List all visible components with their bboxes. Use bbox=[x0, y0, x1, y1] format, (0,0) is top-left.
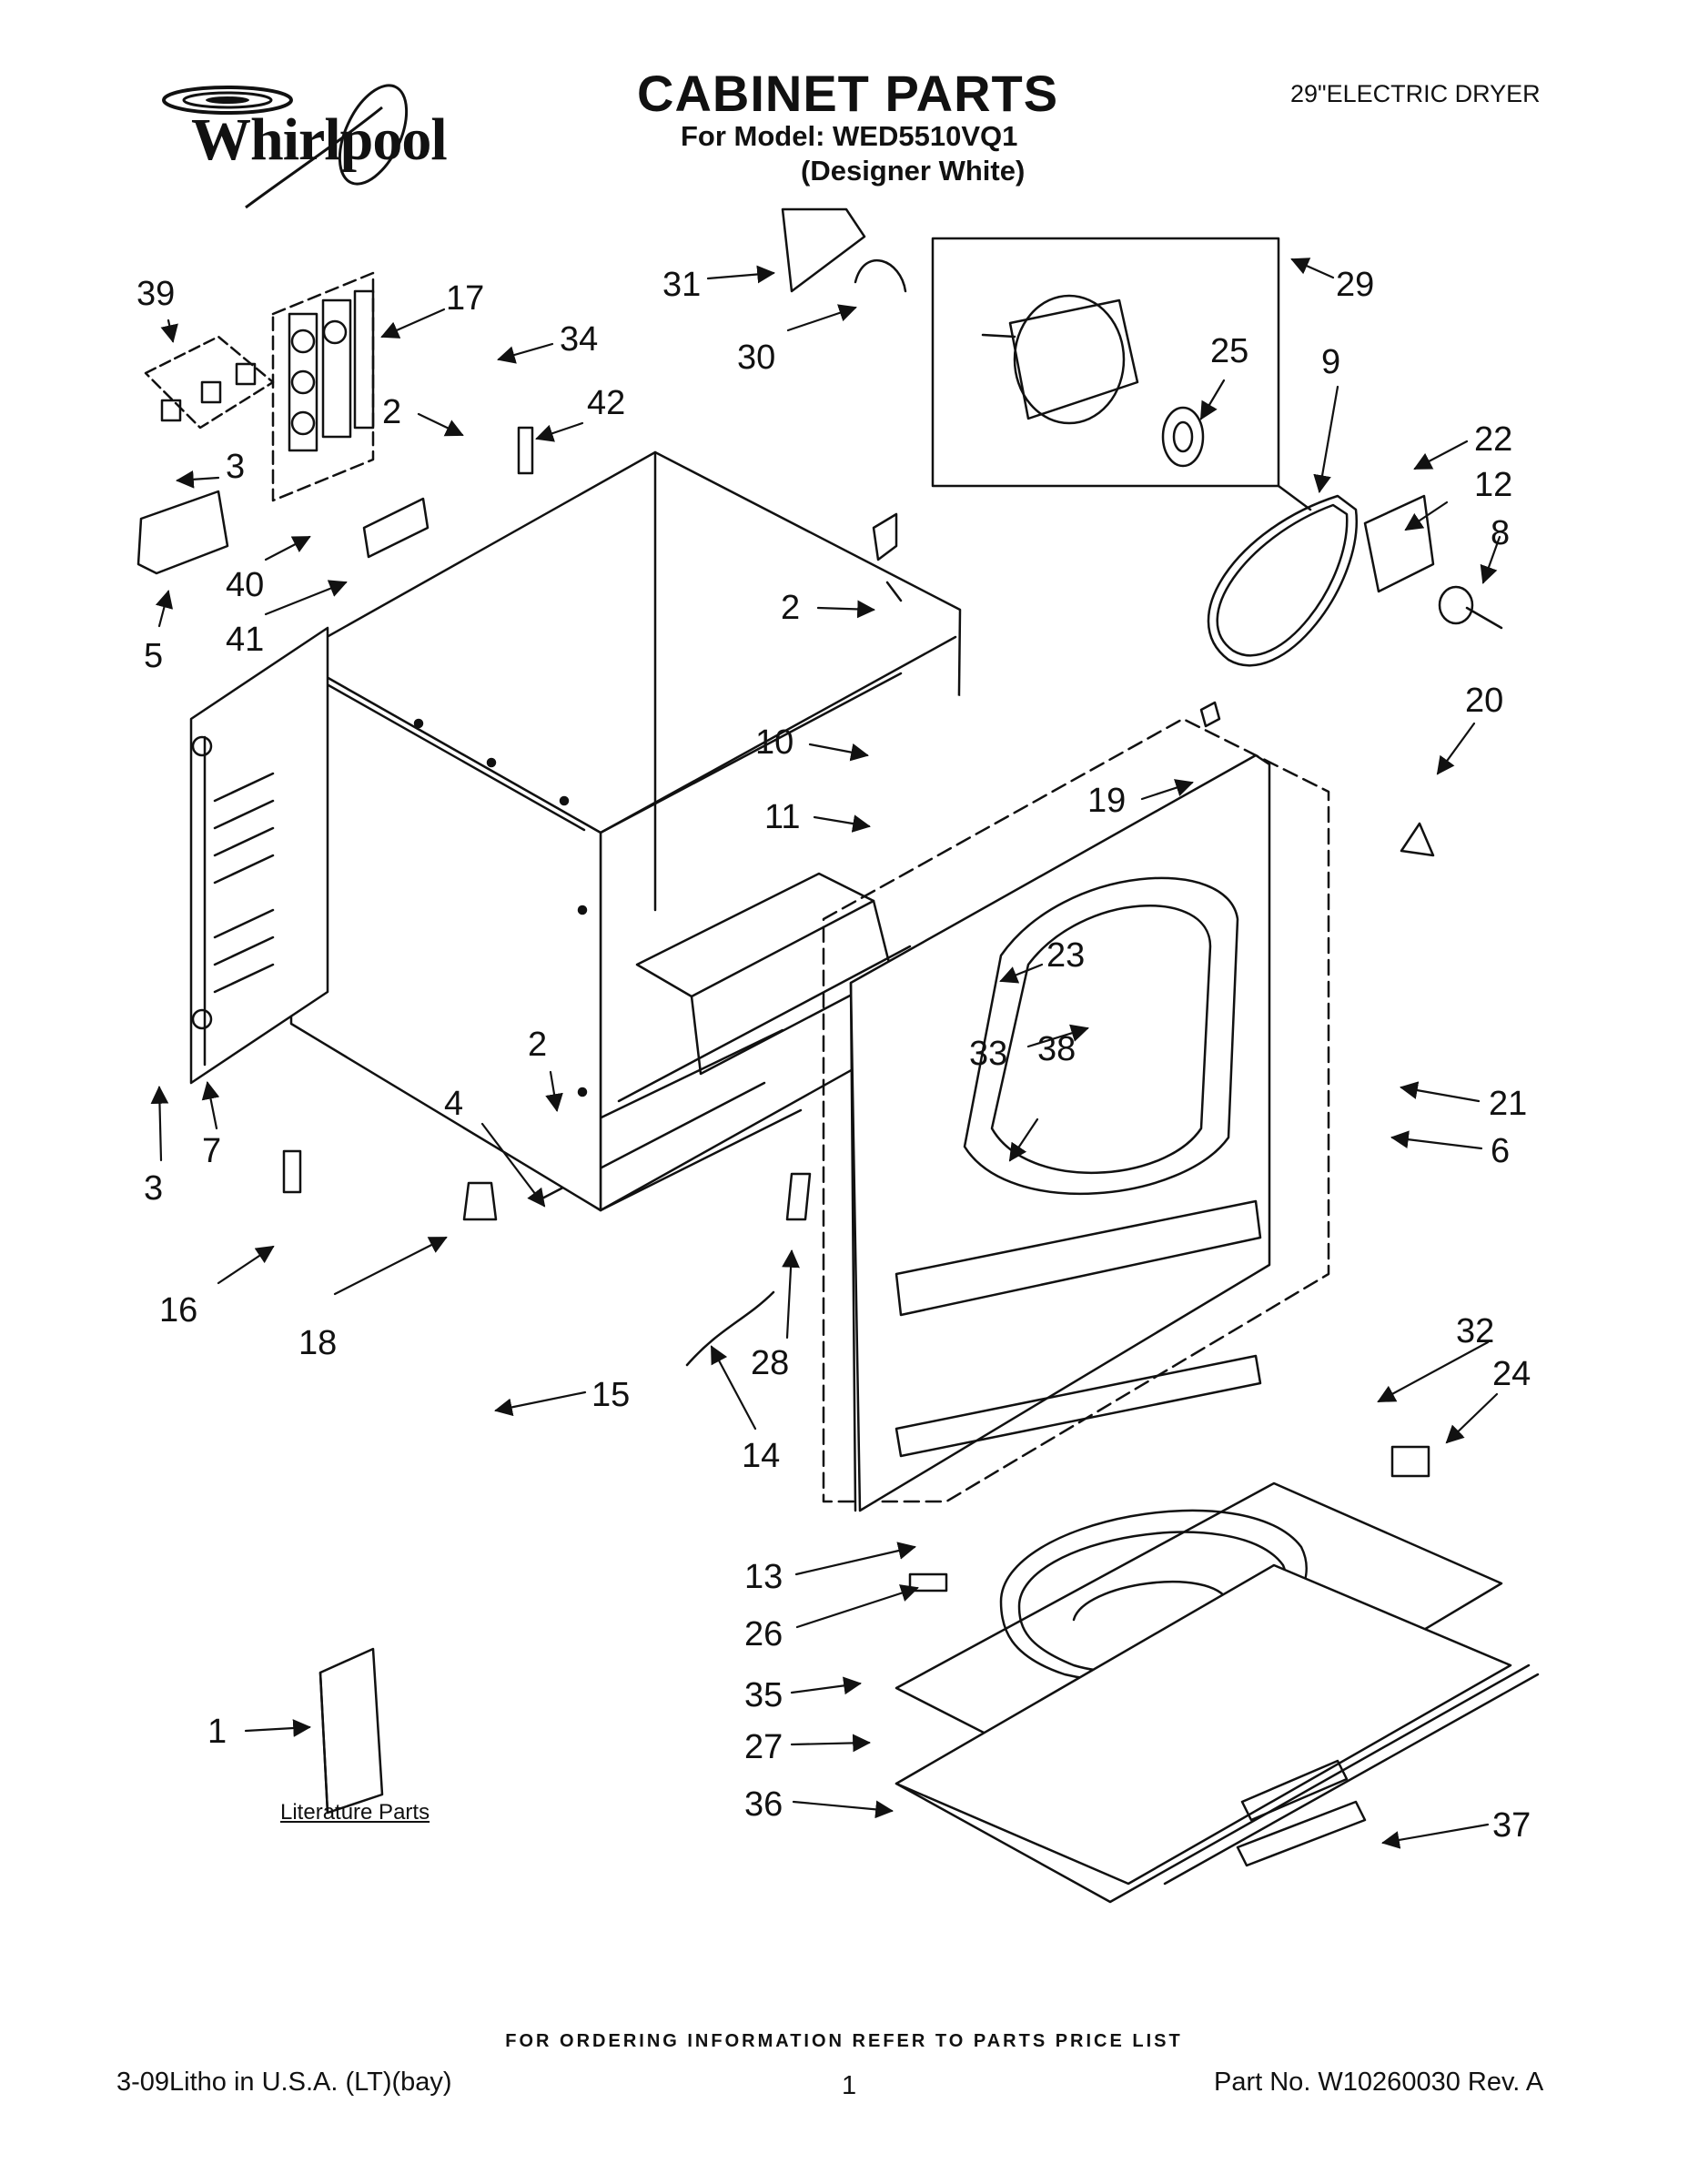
logo-swirl-icon bbox=[162, 84, 409, 209]
door-assembly bbox=[895, 1445, 1540, 1904]
callout-29: 29 bbox=[1336, 266, 1374, 304]
callout-12: 12 bbox=[1474, 466, 1512, 504]
callout-40: 40 bbox=[226, 566, 264, 604]
brand-logo: Whirlpool bbox=[155, 80, 448, 217]
brand-name: Whirlpool bbox=[191, 106, 448, 173]
callout-26: 26 bbox=[744, 1615, 783, 1653]
callout-24: 24 bbox=[1492, 1355, 1531, 1393]
callout-36: 36 bbox=[744, 1785, 783, 1824]
callout-14: 14 bbox=[742, 1437, 780, 1475]
litho-info: 3-09Litho in U.S.A. (LT)(bay) bbox=[116, 2068, 452, 2097]
callout-38: 38 bbox=[1037, 1030, 1076, 1068]
literature-parts-label: Literature Parts bbox=[280, 1800, 430, 1825]
callout-25: 25 bbox=[1210, 332, 1248, 370]
callout-labels: 39 17 34 2 42 3 40 41 5 31 30 29 25 9 22… bbox=[136, 266, 1531, 1845]
terminal-block-group bbox=[136, 271, 534, 575]
callout-9: 9 bbox=[1321, 343, 1340, 381]
callout-7: 7 bbox=[202, 1132, 221, 1170]
ordering-note: FOR ORDERING INFORMATION REFER TO PARTS … bbox=[505, 2031, 1183, 2051]
callout-10: 10 bbox=[755, 723, 793, 762]
callout-13: 13 bbox=[744, 1558, 783, 1596]
callout-16: 16 bbox=[159, 1291, 197, 1330]
page-number: 1 bbox=[842, 2071, 857, 2100]
literature-booklet bbox=[318, 1647, 384, 1815]
idler-assembly bbox=[1363, 494, 1503, 630]
callout-4: 4 bbox=[444, 1085, 463, 1123]
callout-35: 35 bbox=[744, 1676, 783, 1714]
motor-assembly bbox=[781, 207, 1312, 511]
callout-11: 11 bbox=[764, 798, 800, 836]
callout-2: 2 bbox=[781, 589, 800, 627]
callout-8: 8 bbox=[1491, 514, 1510, 552]
callout-37: 37 bbox=[1492, 1806, 1531, 1845]
callout-39: 39 bbox=[136, 275, 175, 313]
callout-27: 27 bbox=[744, 1728, 783, 1766]
callout-20: 20 bbox=[1465, 682, 1503, 720]
callout-33: 33 bbox=[969, 1035, 1007, 1073]
callout-1: 1 bbox=[207, 1713, 227, 1751]
callout-30: 30 bbox=[737, 339, 775, 377]
callout-5: 5 bbox=[144, 637, 163, 675]
callout-18: 18 bbox=[298, 1324, 337, 1362]
callout-32: 32 bbox=[1456, 1312, 1494, 1350]
callout-28: 28 bbox=[751, 1344, 789, 1382]
hardware bbox=[282, 512, 1435, 1592]
callout-3: 3 bbox=[144, 1169, 163, 1208]
callout-arrows bbox=[150, 258, 1501, 1849]
page-title: CABINET PARTS bbox=[637, 65, 1059, 122]
front-panel bbox=[822, 692, 1330, 1512]
part-number: Part No. W10260030 Rev. A bbox=[1214, 2068, 1544, 2097]
callout-34: 34 bbox=[560, 320, 598, 359]
callout-2: 2 bbox=[528, 1026, 547, 1064]
callout-21: 21 bbox=[1489, 1085, 1527, 1123]
callout-23: 23 bbox=[1046, 936, 1085, 975]
callout-42: 42 bbox=[587, 384, 625, 422]
product-type: 29"ELECTRIC DRYER bbox=[1290, 80, 1541, 107]
callout-15: 15 bbox=[591, 1376, 630, 1414]
rear-panel bbox=[189, 626, 329, 1085]
model-number: For Model: WED5510VQ1 bbox=[681, 120, 1018, 152]
callout-31: 31 bbox=[662, 266, 701, 304]
drive-belt bbox=[1207, 494, 1359, 667]
callout-2: 2 bbox=[382, 393, 401, 431]
callout-17: 17 bbox=[446, 279, 484, 318]
callout-22: 22 bbox=[1474, 420, 1512, 459]
callout-6: 6 bbox=[1491, 1132, 1510, 1170]
callout-19: 19 bbox=[1087, 782, 1126, 820]
callout-41: 41 bbox=[226, 621, 264, 659]
callout-3: 3 bbox=[226, 448, 245, 486]
model-variant: (Designer White) bbox=[801, 155, 1026, 187]
